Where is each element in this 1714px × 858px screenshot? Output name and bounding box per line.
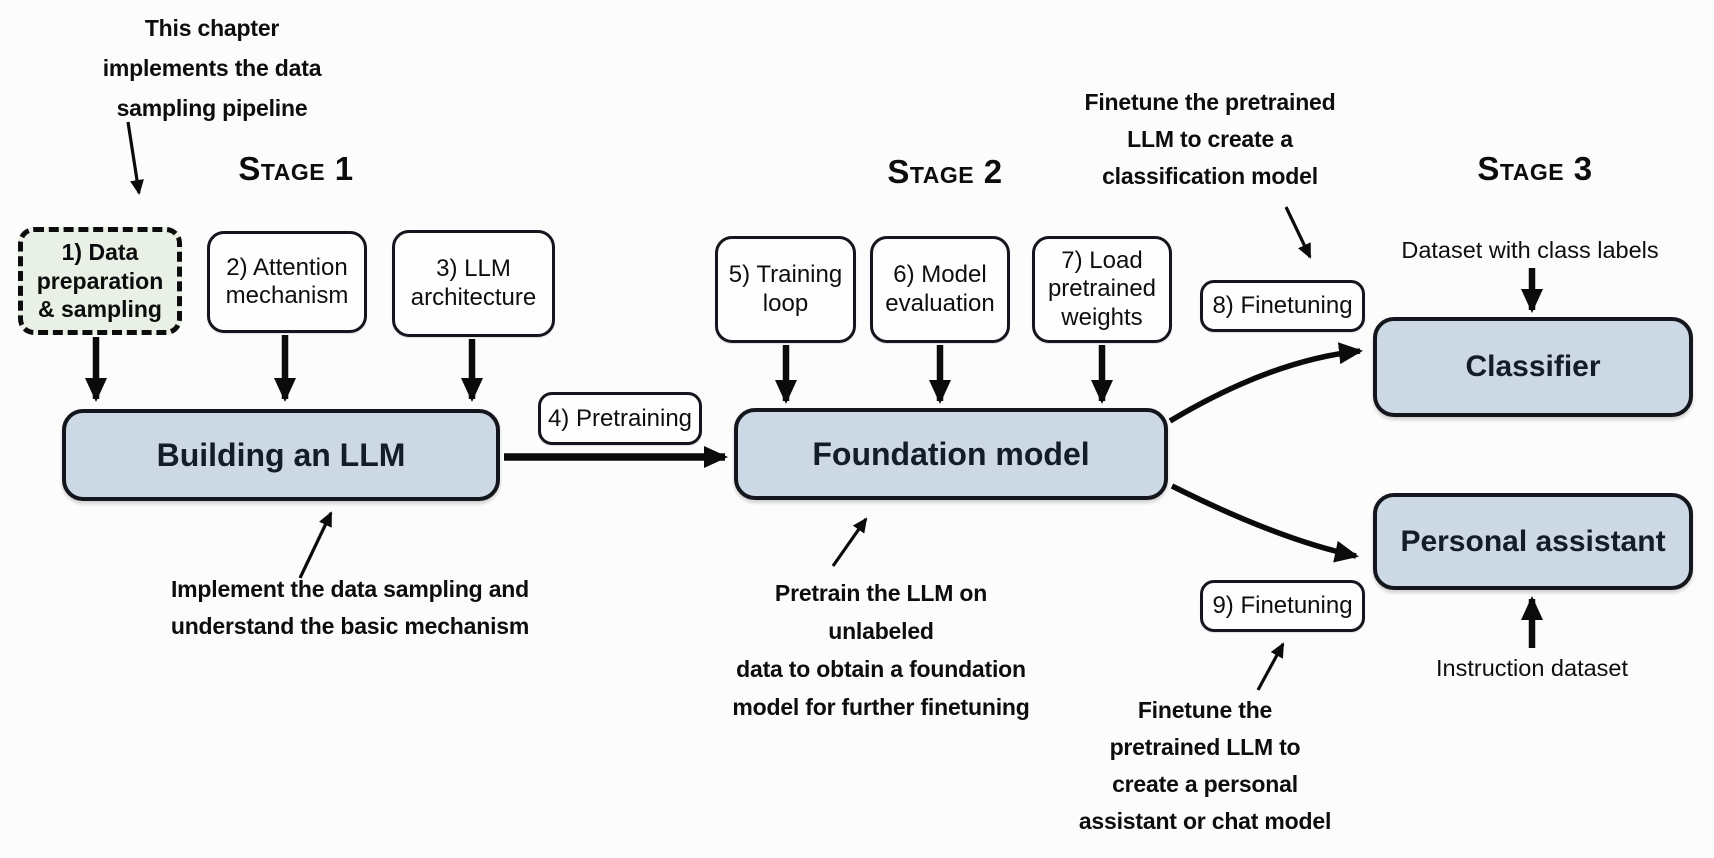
note-chapter-scope: This chapter implements the data samplin… <box>102 15 322 121</box>
note-pretrain-llm: Pretrain the LLM on unlabeled data to ob… <box>732 580 1030 720</box>
node-load-pretrained-weights: 7) Load pretrained weights <box>1032 236 1172 343</box>
node-personal-assistant: Personal assistant <box>1373 493 1693 590</box>
arrow-foundation-to-classifier <box>1168 342 1363 424</box>
node-classifier: Classifier <box>1373 317 1693 417</box>
stage-3-title: Stage 3 <box>1477 150 1593 187</box>
node-pretraining: 4) Pretraining <box>538 392 702 445</box>
note-finetune-classification: Finetune the pretrained LLM to create a … <box>1084 89 1336 189</box>
label-dataset-class-labels: Dataset with class labels <box>1401 237 1659 263</box>
arrow-foundation-to-assistant <box>1170 483 1359 563</box>
node-model-evaluation: 6) Model evaluation <box>870 236 1010 343</box>
stage-2-title: Stage 2 <box>887 153 1003 190</box>
node-training-loop: 5) Training loop <box>715 236 856 343</box>
note-finetune-assistant: Finetune the pretrained LLM to create a … <box>1078 697 1332 834</box>
node-foundation-model: Foundation model <box>734 408 1168 500</box>
pointer-finetune-note-to-finetuning-8 <box>1284 206 1312 259</box>
node-attention-mechanism: 2) Attention mechanism <box>207 231 367 333</box>
node-data-preparation-sampling: 1) Data preparation & sampling <box>18 227 182 335</box>
node-finetuning-classifier: 8) Finetuning <box>1200 280 1365 332</box>
stage-1-title: Stage 1 <box>238 150 354 187</box>
pointer-chapter-note-to-data-prep <box>126 121 144 195</box>
pointer-implement-note-to-building-llm <box>298 511 333 579</box>
pointer-finetune-note-to-finetuning-9 <box>1256 642 1285 691</box>
note-implement-data-sampling: Implement the data sampling and understa… <box>170 576 530 639</box>
label-instruction-dataset: Instruction dataset <box>1435 655 1629 681</box>
node-llm-architecture: 3) LLM architecture <box>392 230 555 337</box>
node-finetuning-assistant: 9) Finetuning <box>1200 580 1365 632</box>
pointer-pretrain-note-to-foundation <box>831 517 868 567</box>
node-building-llm: Building an LLM <box>62 409 500 501</box>
